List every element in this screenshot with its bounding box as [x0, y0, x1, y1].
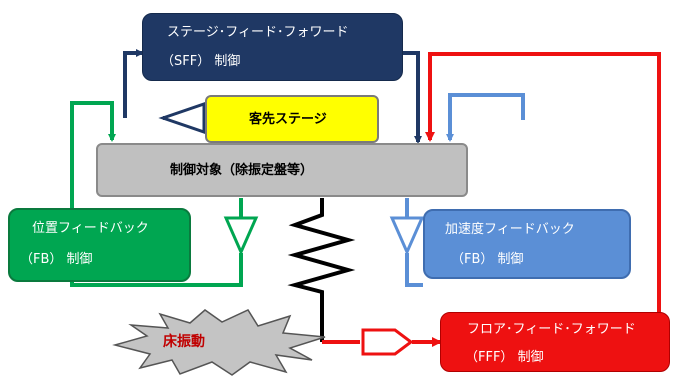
fff-input-amplifier [361, 328, 414, 356]
accel-feedback-line2: （FB） 制御 [451, 252, 524, 267]
customer-stage-box: 客先ステージ [205, 95, 379, 143]
accel-feedback-wire [405, 93, 525, 287]
control-target-label: 制御対象（除振定盤等） [170, 163, 314, 178]
sff-title-line2: （SFF） 制御 [161, 54, 241, 69]
sff-output-wire [403, 51, 422, 144]
accel-feedback-line1: 加速度フィードバック [445, 222, 575, 237]
position-feedback-amplifier [223, 216, 259, 256]
position-feedback-line1: 位置フィードバック [32, 221, 149, 236]
floor-vibration-label: 床振動 [163, 334, 205, 350]
fff-output-wire [425, 52, 661, 312]
spring-mount [287, 198, 356, 342]
position-feedback-box: 位置フィードバック （FB） 制御 [8, 208, 191, 282]
sff-title-line1: ステージ･フィード･フォワード [167, 25, 349, 40]
fff-title-line1: フロア･フィード･フォワード [467, 322, 636, 337]
position-feedback-wire [70, 101, 243, 287]
customer-stage-label: 客先ステージ [249, 112, 327, 127]
position-feedback-line2: （FB） 制御 [20, 252, 93, 267]
accel-feedback-box: 加速度フィードバック （FB） 制御 [423, 209, 631, 279]
sff-input-amplifier [158, 101, 206, 135]
fff-title-line2: （FFF） 制御 [465, 350, 544, 365]
sff-control-box: ステージ･フィード･フォワード （SFF） 制御 [142, 13, 403, 81]
fff-control-box: フロア･フィード･フォワード （FFF） 制御 [440, 312, 670, 372]
floor-vibration-burst [112, 309, 326, 376]
accel-feedback-amplifier [389, 216, 425, 256]
control-target-box: 制御対象（除振定盤等） [96, 143, 468, 197]
